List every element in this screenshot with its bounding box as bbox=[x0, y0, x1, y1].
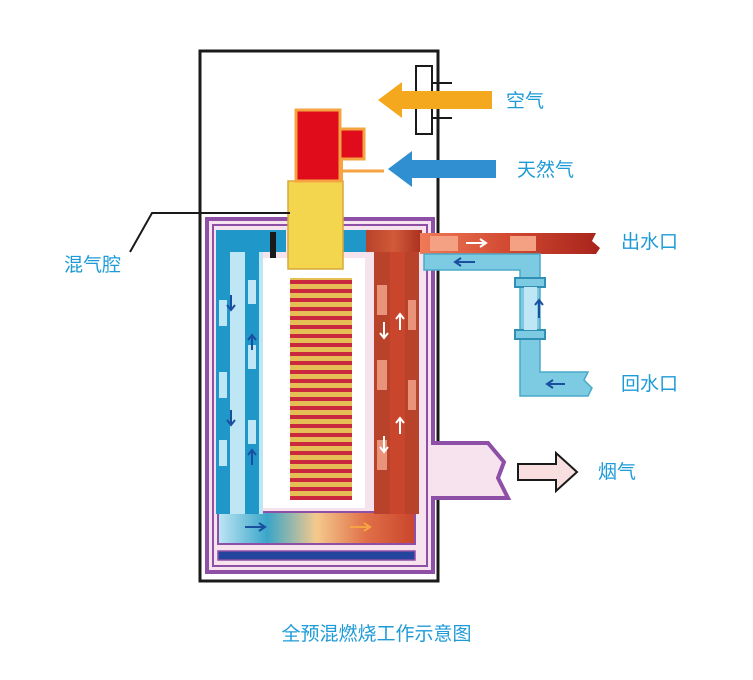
mixing-chamber-leader bbox=[129, 212, 290, 253]
natural-gas-label: 天然气 bbox=[517, 159, 575, 181]
hot-pipe-stripes bbox=[377, 285, 416, 470]
hot-pipe-mid bbox=[390, 252, 405, 514]
cold-pipe-mid-inner bbox=[259, 252, 263, 514]
up-arrow-icon bbox=[395, 416, 405, 434]
right-arrow-icon bbox=[245, 522, 267, 532]
burner-fins bbox=[290, 278, 352, 500]
diagram-caption: 全预混燃烧工作示意图 bbox=[281, 623, 472, 645]
air-arrow-icon bbox=[378, 82, 492, 118]
outlet-pipe-stripes bbox=[430, 236, 536, 251]
water-return-label: 回水口 bbox=[621, 373, 679, 395]
up-arrow-icon bbox=[534, 298, 544, 318]
hot-water-header bbox=[366, 230, 422, 252]
return-pipe-highlight bbox=[524, 287, 537, 330]
right-arrow-icon bbox=[466, 238, 488, 248]
base-plate bbox=[217, 550, 416, 561]
return-pipe-flange-bottom bbox=[514, 329, 546, 340]
up-arrow-icon bbox=[247, 333, 257, 350]
up-arrow-icon bbox=[247, 448, 257, 465]
down-arrow-icon bbox=[226, 410, 236, 427]
down-arrow-icon bbox=[226, 295, 236, 312]
fan-motor bbox=[338, 127, 366, 161]
down-arrow-icon bbox=[379, 322, 389, 340]
up-arrow-icon bbox=[395, 312, 405, 330]
left-arrow-icon bbox=[545, 379, 565, 389]
fan-neck bbox=[340, 158, 343, 182]
right-arrow-icon bbox=[350, 522, 372, 532]
cold-water-header-right bbox=[343, 230, 368, 252]
flue-arrow-icon bbox=[517, 450, 579, 494]
mixing-chamber-box bbox=[287, 180, 344, 270]
cold-pipe-stripes bbox=[219, 280, 256, 466]
water-return-pipe bbox=[423, 253, 593, 397]
fan-housing bbox=[294, 108, 342, 183]
air-label: 空气 bbox=[506, 90, 545, 112]
flow-arrows bbox=[226, 238, 565, 532]
water-outlet-label: 出水口 bbox=[621, 231, 679, 253]
flue-gas-label: 烟气 bbox=[598, 461, 637, 483]
gas-arrow-icon bbox=[388, 151, 496, 187]
left-arrow-icon bbox=[453, 257, 475, 267]
cold-pipe-mid bbox=[245, 252, 259, 514]
down-arrow-icon bbox=[379, 436, 389, 454]
mixing-chamber-label: 混气腔 bbox=[64, 254, 122, 276]
return-pipe-flange-top bbox=[514, 277, 546, 288]
cold-water-header bbox=[216, 230, 286, 252]
cold-pipe-left-inner bbox=[230, 252, 245, 514]
